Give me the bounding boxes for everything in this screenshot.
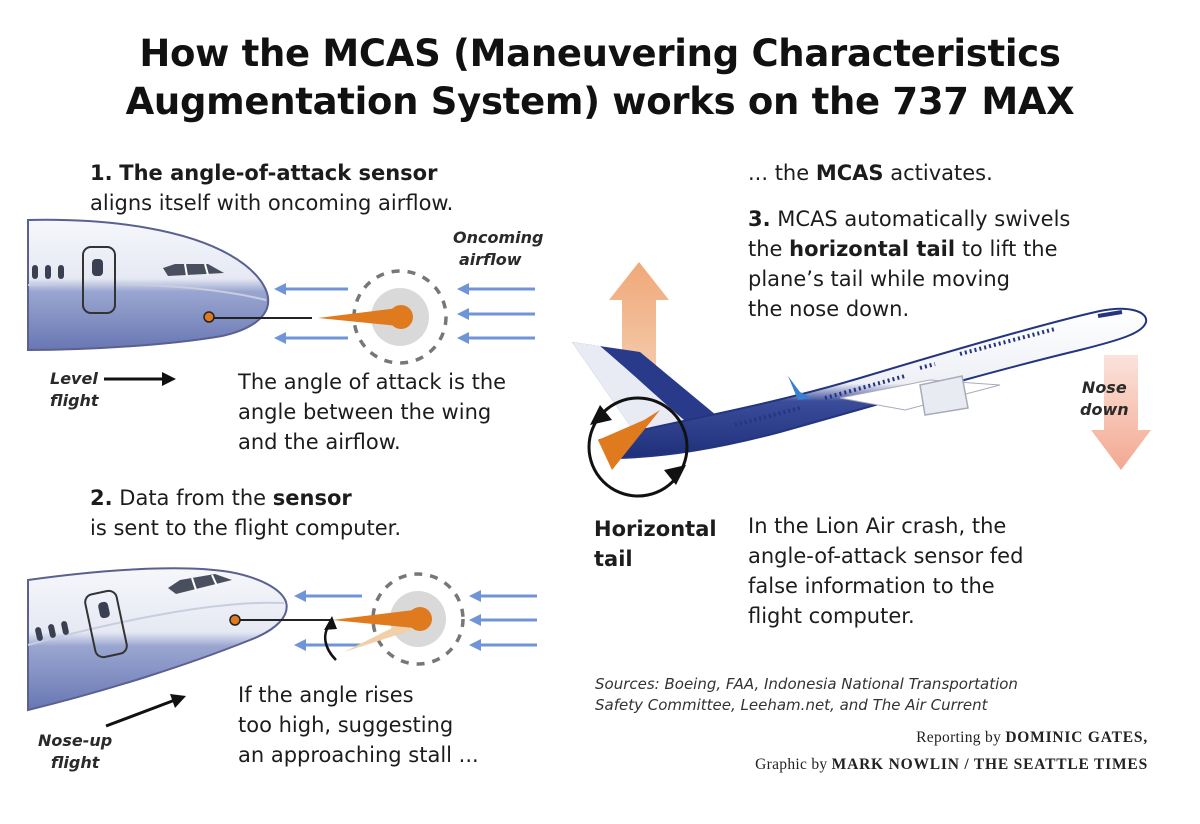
lion-air-line-4: flight computer. [748, 604, 915, 628]
step-3-line-4: the nose down. [748, 297, 910, 321]
airflow-arrows-2 [294, 590, 537, 651]
credit-reporting-prefix: Reporting by [916, 729, 1002, 746]
nose-up-line-1: Nose-up [38, 731, 113, 750]
level-flight-line-2: flight [50, 391, 99, 410]
title-line-1: How the MCAS (Maneuvering Characteristic… [139, 32, 1061, 75]
nose-up-line-2: flight [50, 753, 100, 772]
stall-line-2: too high, suggesting [238, 713, 454, 737]
lion-air-line-2: angle-of-attack sensor fed [748, 544, 1024, 568]
lion-air-line-1: In the Lion Air crash, the [748, 514, 1007, 538]
aoa-explanation-line-1: The angle of attack is the [238, 370, 507, 394]
airflow-arrows-1 [274, 283, 535, 344]
mcas-activates-suffix: activates. [890, 161, 993, 185]
nose-down-line-1: Nose [1081, 378, 1127, 397]
step-2-number: 2. [90, 486, 113, 510]
level-flight-arrow [104, 372, 176, 386]
step-3-line-2-suffix: to lift the [961, 237, 1058, 261]
oncoming-airflow-line-1: Oncoming [453, 228, 544, 247]
aoa-explanation: The angle of attack is the angle between… [238, 367, 506, 457]
horizontal-tail-line-2: tail [594, 547, 633, 571]
step-2-text: 2. Data from the sensor is sent to the f… [90, 483, 401, 543]
step-2-bold: sensor [272, 486, 352, 510]
step-3-line-1: MCAS automatically swivels [777, 207, 1071, 231]
lion-air-line-3: false information to the [748, 574, 995, 598]
credits: Reporting by DOMINIC GATES, Graphic by M… [755, 724, 1148, 778]
step-3-line-2-bold: horizontal tail [789, 237, 956, 261]
sources-line-2: Safety Committee, Leeham.net, and The Ai… [595, 696, 988, 714]
aoa-sensor-vane-1 [318, 269, 448, 365]
step-1-rest: aligns itself with oncoming airflow. [90, 191, 454, 215]
sources-line-1: Sources: Boeing, FAA, Indonesia National… [595, 675, 1018, 693]
aoa-sensor-vane-2 [323, 572, 465, 666]
nose-up-flight-label: Nose-up flight [38, 730, 112, 774]
sources: Sources: Boeing, FAA, Indonesia National… [595, 674, 1018, 716]
oncoming-airflow-line-2: airflow [459, 250, 522, 269]
nose-up-arrow [105, 694, 186, 728]
step-1-number: 1. [90, 161, 113, 185]
step-3-line-2-prefix: the [748, 237, 783, 261]
level-flight-line-1: Level [50, 369, 98, 388]
mcas-activates-bold: MCAS [815, 161, 884, 185]
stall-text: If the angle rises too high, suggesting … [238, 680, 479, 770]
nose-up-flight [27, 567, 330, 712]
page-title: How the MCAS (Maneuvering Characteristic… [0, 30, 1200, 126]
step-1-text: 1. The angle-of-attack sensor aligns its… [90, 158, 453, 218]
horizontal-tail-line-1: Horizontal [594, 517, 717, 541]
boeing-737-max [572, 307, 1148, 498]
step-3-line-3: plane’s tail while moving [748, 267, 1010, 291]
stall-line-1: If the angle rises [238, 683, 414, 707]
title-line-2: Augmentation System) works on the 737 MA… [125, 80, 1075, 123]
step-3-text: 3. MCAS automatically swivels the horizo… [748, 204, 1070, 324]
nose-down-line-2: down [1080, 400, 1129, 419]
step-2-rest: is sent to the flight computer. [90, 516, 402, 540]
step-1-bold: The angle-of-attack sensor [119, 161, 438, 185]
credit-reporter: DOMINIC GATES, [1005, 729, 1148, 746]
step-2-prefix: Data from the [119, 486, 267, 510]
nose-level-flight [27, 218, 312, 352]
mcas-activates: ... the MCAS activates. [748, 158, 993, 188]
mcas-activates-prefix: ... the [748, 161, 810, 185]
stall-line-3: an approaching stall ... [238, 743, 479, 767]
horizontal-tail-label: Horizontal tail [594, 514, 717, 574]
aoa-explanation-line-2: angle between the wing [238, 400, 492, 424]
lion-air-text: In the Lion Air crash, the angle-of-atta… [748, 511, 1023, 631]
credit-graphic-artist: MARK NOWLIN / THE SEATTLE TIMES [831, 756, 1148, 773]
oncoming-airflow-label: Oncoming airflow [453, 227, 543, 271]
credit-graphic-prefix: Graphic by [755, 756, 828, 773]
nose-down-label: Nose down [1080, 377, 1129, 421]
level-flight-label: Level flight [50, 368, 99, 412]
aoa-explanation-line-3: and the airflow. [238, 430, 401, 454]
nose-down-arrow [1091, 355, 1151, 470]
step-3-number: 3. [748, 207, 771, 231]
